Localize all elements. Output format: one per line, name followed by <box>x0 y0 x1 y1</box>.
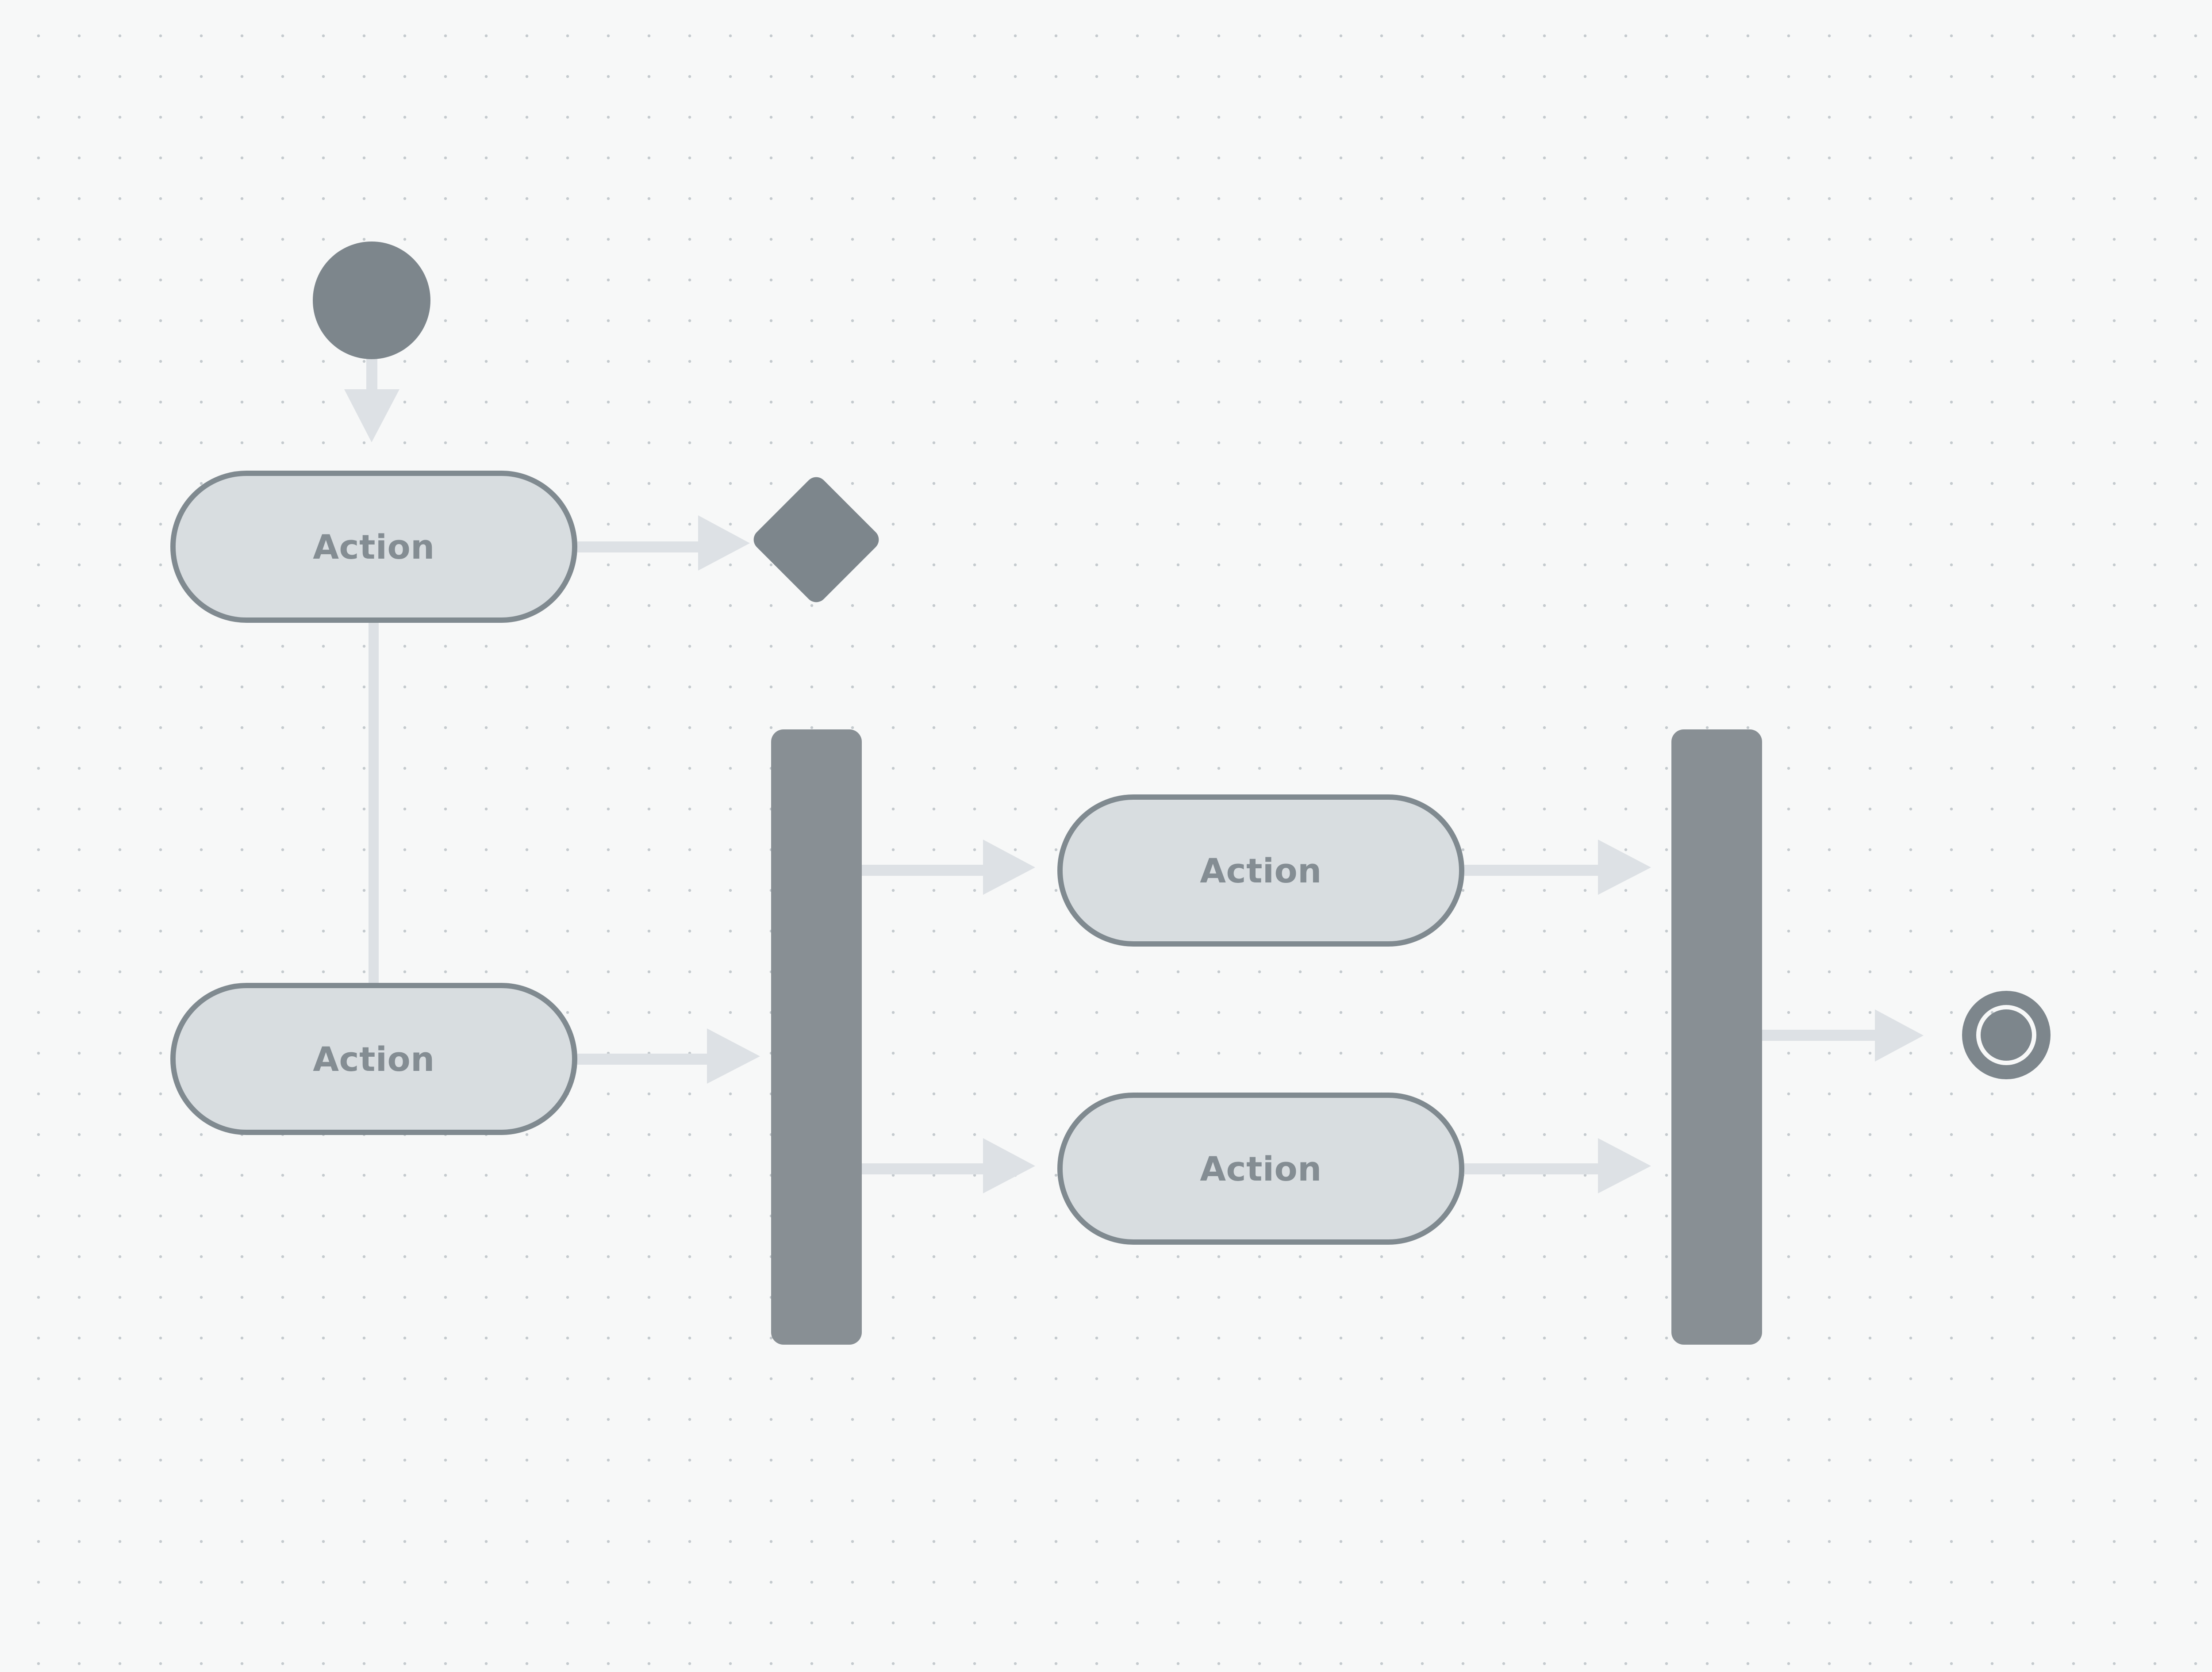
decision-node-1[interactable] <box>749 473 883 607</box>
fork-node-1[interactable] <box>771 729 862 1345</box>
edge-action-2-to-fork-1[interactable] <box>577 1028 760 1084</box>
join-node-1[interactable] <box>1671 729 1762 1345</box>
initial-node[interactable] <box>313 242 430 359</box>
edge-join-1-to-final[interactable] <box>1762 1009 1924 1062</box>
action-node-1[interactable] <box>170 471 577 623</box>
edge-fork-1-to-action-3[interactable] <box>862 840 1035 895</box>
edge-initial-to-action-1[interactable] <box>344 354 399 442</box>
action-node-3[interactable] <box>1057 794 1464 947</box>
edge-action-4-to-join-1[interactable] <box>1464 1138 1651 1193</box>
edge-action-1-to-action-2[interactable] <box>369 619 379 989</box>
action-node-4[interactable] <box>1057 1093 1464 1245</box>
edge-action-1-to-decision-1[interactable] <box>577 515 750 571</box>
edge-fork-1-to-action-4[interactable] <box>862 1138 1035 1193</box>
action-node-2[interactable] <box>170 983 577 1135</box>
final-node[interactable] <box>1962 991 2051 1079</box>
edge-action-3-to-join-1[interactable] <box>1464 840 1651 895</box>
